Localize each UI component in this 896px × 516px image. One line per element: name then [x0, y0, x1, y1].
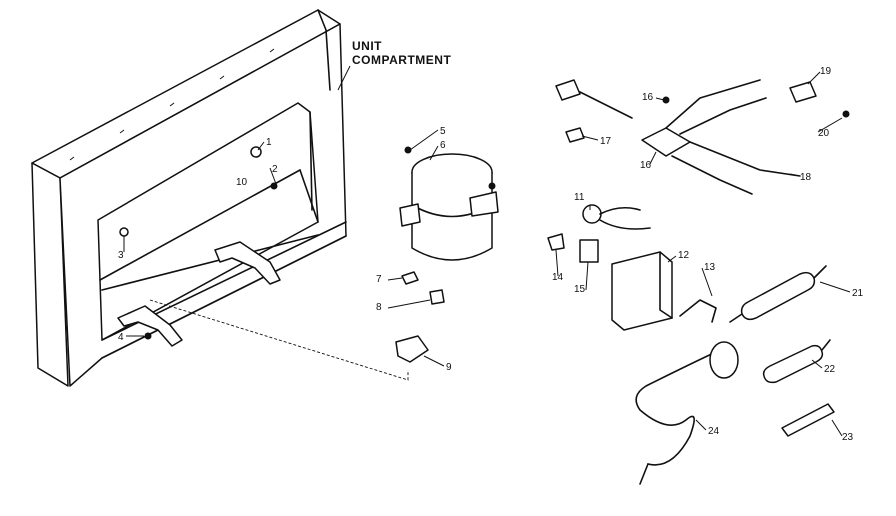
callout-13: 13 [704, 262, 716, 273]
callout-20: 20 [818, 128, 830, 139]
callout-3: 3 [118, 250, 124, 261]
callout-19: 19 [820, 66, 832, 77]
callout-24: 24 [708, 426, 720, 437]
callout-6: 6 [440, 140, 446, 151]
callout-17: 17 [600, 136, 612, 147]
callout-7: 7 [376, 274, 382, 285]
callout-23: 23 [842, 432, 854, 443]
tube-23 [781, 403, 835, 437]
callout-16-upper: 16 [642, 92, 654, 103]
callout-12: 12 [678, 250, 690, 261]
callout-21: 21 [852, 288, 864, 299]
callout-8: 8 [376, 302, 382, 313]
callout-16-lower: 16 [640, 160, 652, 171]
callout-14: 14 [552, 272, 564, 283]
callout-10: 10 [236, 177, 248, 188]
unit-compartment-title-line1: UNIT [352, 39, 382, 53]
filter-drier-22 [762, 339, 831, 384]
title-leader-line [337, 65, 351, 91]
callout-15: 15 [574, 284, 586, 295]
callout-11: 11 [574, 192, 585, 203]
callout-9: 9 [446, 362, 452, 373]
relay-and-overload [547, 204, 717, 331]
callout-22: 22 [824, 364, 836, 375]
compressor [399, 146, 499, 261]
unit-compartment-title-line2: COMPARTMENT [352, 53, 451, 67]
callout-5: 5 [440, 126, 446, 137]
leader-line-cabinet-to-parts [149, 299, 409, 381]
callout-leaders [123, 71, 851, 437]
callout-18: 18 [800, 172, 812, 183]
callout-2: 2 [272, 164, 278, 175]
callout-1: 1 [266, 137, 272, 148]
power-cord-and-harness [555, 79, 850, 195]
unit-compartment-cabinet [31, 9, 347, 387]
filter-drier-21 [729, 265, 827, 323]
callout-4: 4 [118, 332, 124, 343]
compressor-mount-parts [395, 271, 445, 363]
capillary-tube-24 [635, 341, 739, 485]
